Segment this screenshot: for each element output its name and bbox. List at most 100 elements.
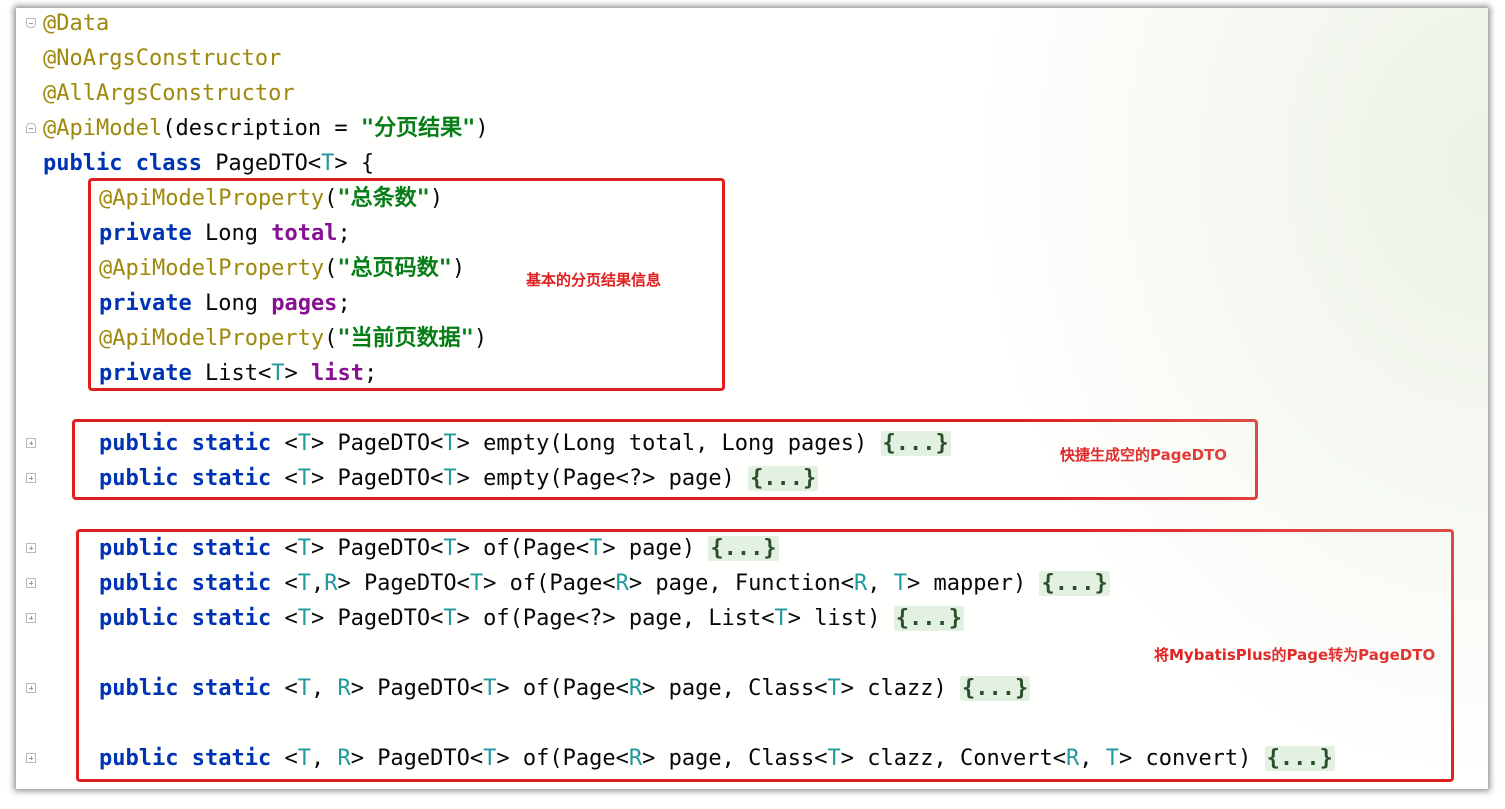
code-text: , (310, 571, 325, 596)
type-param: R (337, 676, 351, 701)
code-text: (description = (162, 116, 361, 141)
type-name: Long (204, 291, 272, 316)
folded-code-block[interactable]: {...} (1264, 746, 1335, 771)
code-line: private Long pages; (99, 286, 351, 321)
highlight-box-of (76, 529, 1454, 782)
code-line: public static <T> PageDTO<T> of(Page<?> … (99, 601, 964, 636)
keyword: private (99, 291, 205, 316)
annotation: @AllArgsConstructor (43, 81, 295, 106)
fold-expand-icon[interactable] (26, 473, 36, 483)
folded-code-block[interactable]: {...} (708, 536, 779, 561)
type-name: List< (204, 361, 272, 386)
code-line: @ApiModelProperty("当前页数据") (99, 321, 487, 356)
annotation: @ApiModelProperty (99, 256, 325, 281)
keyword: public class (43, 151, 216, 176)
string-literal: "分页结果" (360, 116, 476, 141)
code-text: > (350, 676, 378, 701)
code-line: @ApiModelProperty("总条数") (99, 181, 443, 216)
code-text: > (337, 571, 364, 596)
fold-expand-icon[interactable] (26, 753, 36, 763)
code-text: > (310, 466, 338, 491)
fold-expand-icon[interactable] (26, 613, 36, 623)
code-text: < (284, 571, 298, 596)
type-param: T (297, 571, 311, 596)
folded-code-block[interactable]: {...} (893, 606, 964, 631)
note-basic-info: 基本的分页结果信息 (526, 271, 662, 289)
keyword: public static (99, 536, 285, 561)
type-param: T (297, 466, 311, 491)
code-line: public static <T> PageDTO<T> empty(Page<… (99, 461, 819, 496)
keyword: public static (99, 466, 285, 491)
code-line: @NoArgsConstructor (43, 41, 281, 76)
class-name: PageDTO< (215, 151, 322, 176)
code-text: > (310, 606, 338, 631)
note-convert: 将MybatisPlus的Page转为PageDTO (1154, 646, 1436, 664)
fold-collapse-icon[interactable] (26, 18, 36, 28)
code-text: ) (451, 256, 466, 281)
editor-gutter (16, 8, 40, 789)
string-literal: "总页码数" (337, 256, 452, 281)
code-text: ) (429, 186, 444, 211)
code-text: ) (473, 326, 488, 351)
code-line: public static <T> PageDTO<T> of(Page<T> … (99, 531, 779, 566)
annotation: @Data (43, 11, 110, 36)
code-editor[interactable]: @Data @NoArgsConstructor @AllArgsConstru… (16, 8, 1488, 789)
type-param: T (297, 431, 311, 456)
code-text: , (310, 746, 338, 771)
code-text: > (284, 361, 311, 386)
code-text: , (310, 676, 338, 701)
code-text: < (284, 466, 298, 491)
folded-code-block[interactable]: {...} (748, 466, 819, 491)
method-signature: PageDTO<T> of(Page<T> page) (337, 536, 709, 561)
code-line: private Long total; (99, 216, 351, 251)
code-line: public static <T> PageDTO<T> empty(Long … (99, 426, 951, 461)
note-empty: 快捷生成空的PageDTO (1060, 446, 1228, 464)
fold-expand-icon[interactable] (26, 683, 36, 693)
highlight-box-empty (72, 419, 1258, 500)
method-signature: PageDTO<T> of(Page<R> page, Class<T> cla… (377, 676, 961, 701)
keyword: private (99, 361, 205, 386)
annotation: @ApiModelProperty (99, 186, 325, 211)
method-signature: PageDTO<T> empty(Page<?> page) (337, 466, 749, 491)
field-name: pages (271, 291, 338, 316)
folded-code-block[interactable]: {...} (1039, 571, 1110, 596)
code-line: @Data (43, 8, 109, 41)
type-param: T (297, 746, 311, 771)
folded-code-block[interactable]: {...} (960, 676, 1031, 701)
code-text: > (350, 746, 378, 771)
code-line: private List<T> list; (99, 356, 377, 391)
code-text: < (284, 676, 298, 701)
code-line: public static <T, R> PageDTO<T> of(Page<… (99, 741, 1335, 776)
type-param: R (337, 746, 351, 771)
type-param: T (297, 606, 311, 631)
code-text: > { (334, 151, 375, 176)
code-text: ( (324, 256, 338, 281)
code-line: @ApiModel(description = "分页结果") (43, 111, 489, 146)
type-param: T (321, 151, 335, 176)
code-text: ; (337, 221, 351, 246)
method-signature: PageDTO<T> of(Page<R> page, Class<T> cla… (377, 746, 1265, 771)
fold-end-icon[interactable] (26, 123, 36, 133)
folded-code-block[interactable]: {...} (880, 431, 951, 456)
fold-expand-icon[interactable] (26, 578, 36, 588)
code-text: < (284, 606, 298, 631)
string-literal: "总条数" (337, 186, 430, 211)
type-param: T (297, 536, 311, 561)
code-text: > (310, 431, 338, 456)
type-name: Long (204, 221, 272, 246)
method-signature: PageDTO<T> empty(Long total, Long pages) (337, 431, 881, 456)
code-text: < (284, 746, 298, 771)
type-param: T (297, 676, 311, 701)
method-signature: PageDTO<T> of(Page<R> page, Function<R, … (363, 571, 1040, 596)
code-text: ( (324, 326, 338, 351)
field-name: list (310, 361, 364, 386)
code-text: < (284, 431, 298, 456)
code-text: ; (363, 361, 378, 386)
type-param: T (271, 361, 285, 386)
code-text: ( (324, 186, 338, 211)
fold-expand-icon[interactable] (26, 438, 36, 448)
annotation: @NoArgsConstructor (43, 46, 282, 71)
code-line: public static <T,R> PageDTO<T> of(Page<R… (99, 566, 1110, 601)
code-text: > (310, 536, 338, 561)
fold-expand-icon[interactable] (26, 543, 36, 553)
